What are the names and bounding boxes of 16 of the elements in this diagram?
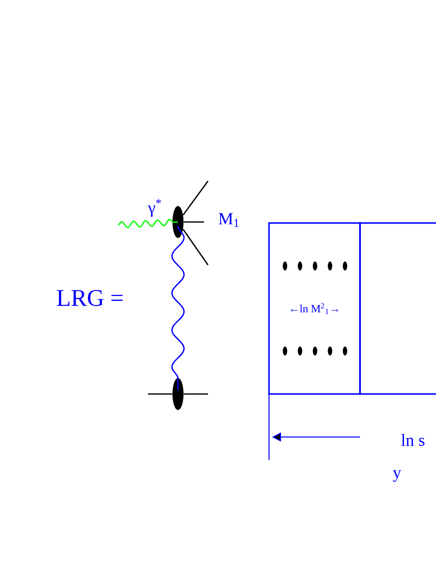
- photon-line: [118, 218, 178, 228]
- vertex-blob: [172, 206, 184, 238]
- label-text: M$_{1}$: [218, 213, 239, 227]
- rapidity-box: ←ln M$^{2}$$_{1}$→: [268, 222, 361, 395]
- particle-line: [182, 180, 209, 216]
- edge-label: γ$^{*}$: [148, 199, 161, 217]
- gluon-line: [171, 226, 185, 390]
- particle-line: [184, 393, 208, 395]
- label-text: y: [392, 470, 402, 482]
- rapidity-box: [359, 222, 436, 395]
- particle-line: [148, 393, 172, 395]
- label-text: ln s: [401, 434, 424, 446]
- particle-line: [182, 228, 209, 266]
- label-text: LRG =: [56, 290, 123, 306]
- particle-line: [184, 221, 204, 223]
- vertex-blob: [172, 378, 184, 410]
